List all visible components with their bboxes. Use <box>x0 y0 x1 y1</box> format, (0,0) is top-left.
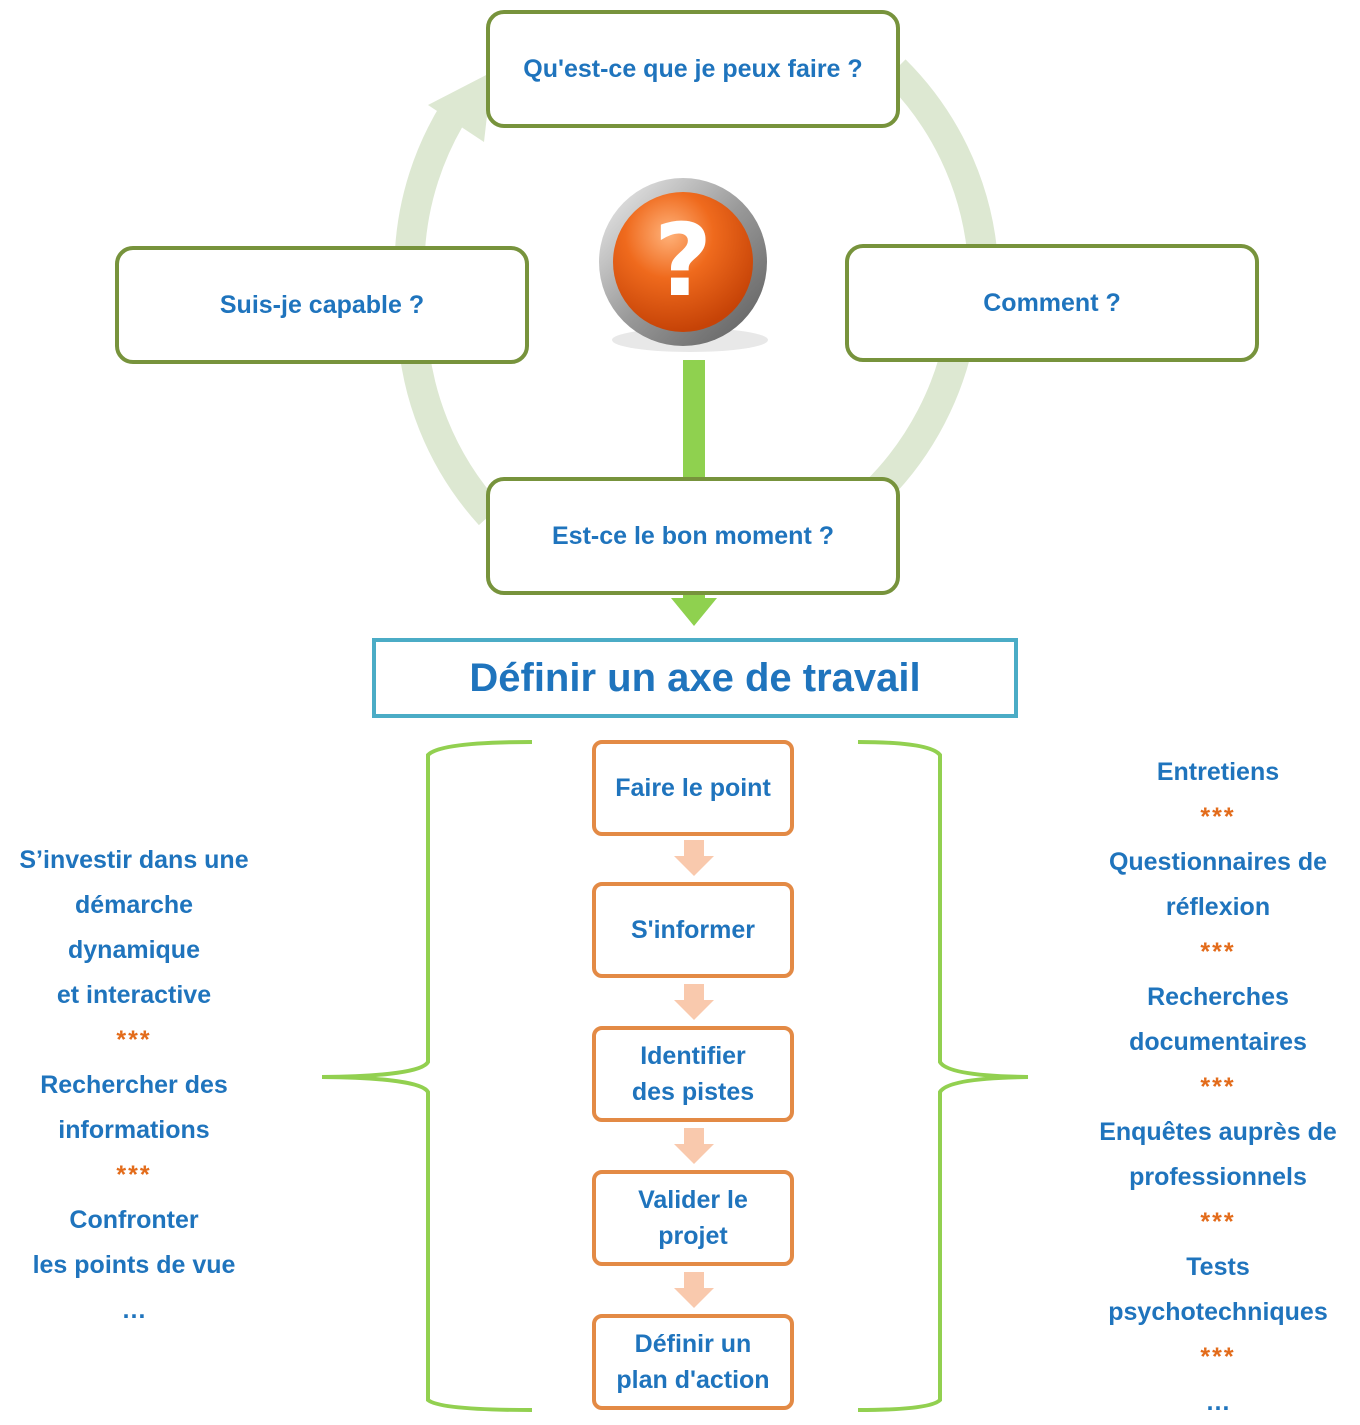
step-label-line: Faire le point <box>615 774 771 802</box>
right-text-line: réflexion <box>1165 893 1271 921</box>
right-separator: *** <box>1200 803 1236 831</box>
left-text-line: et interactive <box>56 981 212 1009</box>
cycle-box-bottom: Est-ce le bon moment ? <box>486 477 900 595</box>
left-separator: *** <box>116 1161 152 1189</box>
cycle-box-left: Suis-je capable ? <box>115 246 529 364</box>
right-text-line: Enquêtes auprès de <box>1099 1118 1337 1146</box>
left-bracket <box>321 740 533 1412</box>
right-separator: *** <box>1200 1073 1236 1101</box>
right-bracket <box>857 740 1029 1412</box>
step-box: Identifier des pistes <box>592 1026 794 1122</box>
left-text-line: démarche <box>74 891 194 919</box>
step-label-line: des pistes <box>631 1078 755 1106</box>
right-separator: *** <box>1200 1343 1236 1371</box>
step-box: Faire le point <box>592 740 794 836</box>
step-label-line: projet <box>658 1222 728 1250</box>
step-label-line: Identifier <box>640 1042 746 1070</box>
cycle-box-top: Qu'est-ce que je peux faire ? <box>486 10 900 128</box>
right-separator: *** <box>1200 1208 1236 1236</box>
step-label-line: Définir un <box>634 1330 752 1358</box>
cycle-arrowhead <box>428 72 492 142</box>
right-text-line: documentaires <box>1129 1028 1307 1056</box>
step-arrow <box>674 1128 714 1164</box>
left-text-line: Confronter <box>69 1206 199 1234</box>
left-text-line: informations <box>58 1116 210 1144</box>
step-arrow <box>674 840 714 876</box>
question-mark-icon: ? <box>599 178 768 352</box>
step-box: Valider le projet <box>592 1170 794 1266</box>
main-title: Définir un axe de travail <box>372 638 1018 718</box>
left-text-line: les points de vue <box>32 1251 236 1279</box>
right-text-line: Tests <box>1186 1253 1250 1281</box>
step-label-line: S'informer <box>630 916 756 944</box>
cycle-box-right: Comment ? <box>845 244 1259 362</box>
right-text-line: Entretiens <box>1156 758 1280 786</box>
left-text-line: S’investir dans une <box>19 846 249 874</box>
right-text-line: … <box>1205 1388 1231 1416</box>
left-column: S’investir dans une démarche dynamique e… <box>0 838 268 1333</box>
left-text-line: … <box>121 1296 147 1324</box>
right-separator: *** <box>1200 938 1236 966</box>
vertical-connector <box>683 360 705 482</box>
right-text-line: Questionnaires de <box>1108 848 1328 876</box>
left-text-line: dynamique <box>68 936 200 964</box>
step-label-line: Valider le <box>638 1186 748 1214</box>
left-separator: *** <box>116 1026 152 1054</box>
step-box: Définir un plan d'action <box>592 1314 794 1410</box>
right-text-line: psychotechniques <box>1108 1298 1328 1326</box>
step-box: S'informer <box>592 882 794 978</box>
right-text-line: professionnels <box>1129 1163 1307 1191</box>
right-column: Entretiens *** Questionnaires de réflexi… <box>1080 750 1356 1425</box>
left-text-line: Rechercher des <box>40 1071 228 1099</box>
right-text-line: Recherches <box>1147 983 1289 1011</box>
step-arrows <box>674 840 714 1308</box>
step-arrow <box>674 984 714 1020</box>
svg-text:?: ? <box>654 202 712 319</box>
down-arrow-green <box>671 590 717 626</box>
step-label-line: plan d'action <box>616 1366 770 1394</box>
step-arrow <box>674 1272 714 1308</box>
